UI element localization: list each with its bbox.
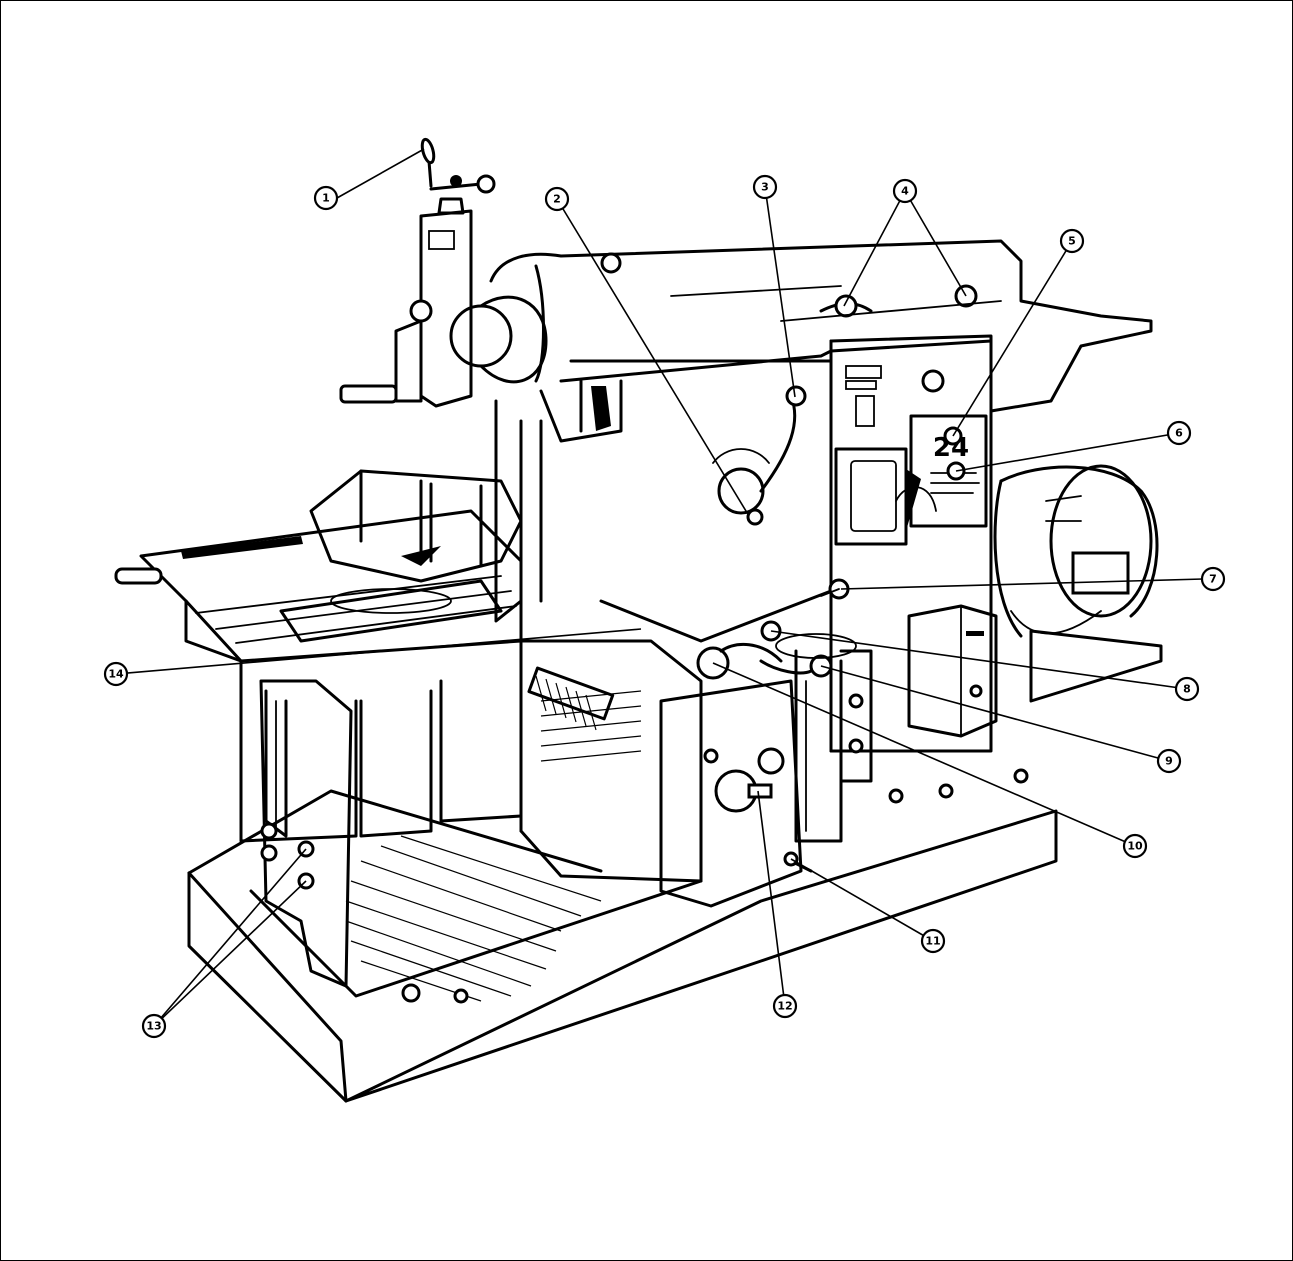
table-support [259, 679, 353, 988]
callout-4-label: 4 [901, 185, 909, 198]
callout-10-label: 10 [1127, 840, 1143, 853]
machine-base [187, 768, 1058, 1103]
callout-3: 3 [752, 174, 778, 200]
callout-8-label: 8 [1183, 683, 1191, 696]
callout-3-label: 3 [761, 181, 769, 194]
leader-lines [115, 148, 1204, 1027]
callout-14: 14 [103, 661, 129, 687]
callout-8: 8 [1174, 676, 1200, 702]
callout-2-label: 2 [553, 193, 561, 206]
machine-column: 24 [494, 334, 993, 753]
callout-14-label: 14 [108, 668, 124, 681]
callout-11: 11 [920, 928, 946, 954]
callout-7-label: 7 [1209, 573, 1217, 586]
callout-4: 4 [892, 178, 918, 204]
callout-1-label: 1 [322, 192, 330, 205]
ram [489, 239, 1153, 443]
motor [993, 464, 1163, 703]
callout-2: 2 [544, 186, 570, 212]
feed-gearbox [519, 620, 873, 908]
callout-6: 6 [1166, 420, 1192, 446]
callout-13: 13 [141, 1013, 167, 1039]
vise [279, 469, 523, 643]
callout-5: 5 [1059, 228, 1085, 254]
callout-9: 9 [1156, 748, 1182, 774]
callout-10: 10 [1122, 833, 1148, 859]
callout-6-label: 6 [1175, 427, 1183, 440]
callout-12: 12 [772, 993, 798, 1019]
callout-1: 1 [313, 185, 339, 211]
callout-5-label: 5 [1068, 235, 1076, 248]
electric-box [907, 604, 998, 738]
work-table [114, 509, 523, 843]
callout-11-label: 11 [925, 935, 940, 948]
callout-7: 7 [1200, 566, 1226, 592]
callout-12-label: 12 [777, 1000, 792, 1013]
callout-9-label: 9 [1165, 755, 1173, 768]
tool-head [339, 137, 548, 408]
callout-13-label: 13 [146, 1020, 161, 1033]
